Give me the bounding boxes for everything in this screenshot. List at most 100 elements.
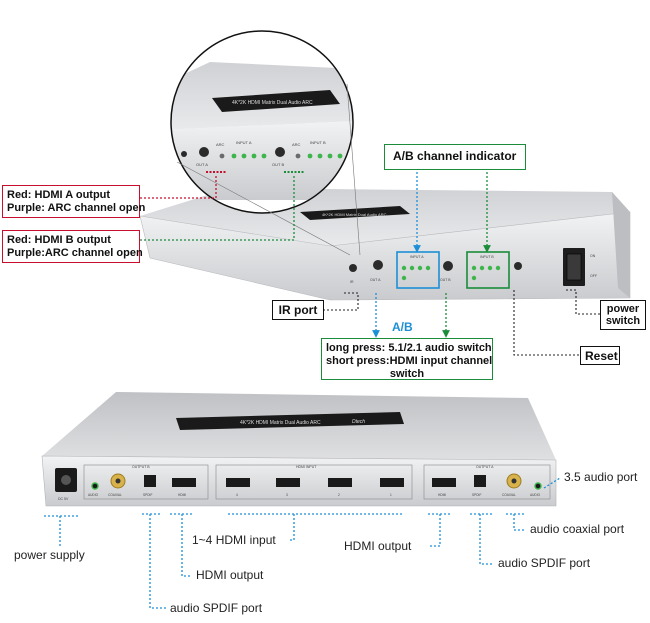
- hdmi-output-left-label: HDMI output: [196, 568, 264, 582]
- audio-spdif-left-label: audio SPDIF port: [170, 601, 263, 615]
- hdmi-input-label: 1~4 HDMI input: [192, 533, 276, 547]
- front-ir-sensor: [349, 264, 357, 272]
- rear-device: 4K*2K HDMI Matrix Dual Audio ARC Dtech D…: [41, 392, 557, 507]
- red-b-line1: Red: HDMI B output: [7, 234, 111, 246]
- reset-box: Reset: [580, 346, 620, 365]
- callout-coaxial-line: [506, 513, 526, 531]
- front-out-b-text: OUT B: [440, 278, 451, 282]
- zoom-out-b-button: [275, 147, 285, 157]
- output-a-panel: [423, 464, 551, 500]
- rear-brand-text: Dtech: [352, 419, 365, 425]
- output-a-coaxial-center: [511, 478, 517, 484]
- rear-hdmi-a-text: HDMI: [438, 493, 446, 497]
- zoom-model-text: 4K*2K HDMI Matrix Dual Audio ARC: [232, 100, 313, 106]
- power-switch-rocker[interactable]: [566, 253, 582, 281]
- zoom-led: [295, 153, 301, 159]
- zoom-led: [261, 153, 267, 159]
- hdmi-input-port: [226, 478, 250, 487]
- input-b-led: [471, 275, 477, 281]
- power-off-text: OFF: [590, 274, 597, 278]
- output-a-spdif-port: [474, 475, 486, 487]
- front-model-text: 4K*2K HDMI Matrix Dual Audio ARC: [322, 212, 387, 217]
- rear-output-b-text: OUTPUT B: [132, 465, 150, 469]
- ir-port-box: IR port: [272, 300, 324, 320]
- zoom-led: [219, 153, 225, 159]
- audio-coaxial-label: audio coaxial port: [530, 522, 625, 536]
- zoom-led: [327, 153, 333, 159]
- zoom-model-strip: [212, 90, 340, 112]
- rear-input-num: 2: [338, 493, 340, 497]
- zoom-inset: 4K*2K HDMI Matrix Dual Audio ARC ARC OUT…: [170, 30, 354, 214]
- dc-jack-hole: [61, 475, 71, 485]
- zoom-circle-border: [170, 30, 354, 214]
- red-a-callout-box: Red: HDMI A output Purple: ARC channel o…: [2, 185, 146, 218]
- input-b-led: [487, 265, 493, 271]
- rear-input-num: 4: [236, 493, 238, 497]
- front-device-right-side: [612, 192, 630, 298]
- ir-port-label: IR port: [278, 303, 318, 317]
- output-b-coaxial-center: [115, 478, 121, 484]
- ab-letters: A/B: [392, 320, 413, 334]
- zoom-arc-a-text: ARC: [216, 142, 225, 147]
- press-line1: long press: 5.1/2.1 audio switch: [326, 342, 492, 354]
- power-on-text: ON: [590, 254, 596, 258]
- reset-label: Reset: [585, 349, 618, 363]
- input-a-led: [417, 265, 423, 271]
- zoom-led: [307, 153, 313, 159]
- callout-hdmi-input-line: [228, 513, 402, 541]
- zoom-led: [337, 153, 343, 159]
- rear-model-strip: [176, 412, 404, 430]
- rear-callout-lines: [44, 477, 561, 609]
- red-b-line2: Purple:ARC channel open: [7, 247, 143, 259]
- ab-indicator-box: A/B channel indicator: [384, 144, 526, 170]
- rear-input-num: 3: [286, 493, 288, 497]
- callout-spdif-right-line: [470, 513, 494, 565]
- front-reset-button[interactable]: [514, 262, 522, 270]
- front-out-a-text: OUT A: [370, 278, 381, 282]
- hdmi-input-port: [380, 478, 404, 487]
- zoom-ir-sensor: [181, 151, 187, 157]
- front-ir-text: IR: [350, 280, 354, 284]
- input-a-led: [401, 275, 407, 281]
- zoom-input-a-text: INPUT A: [236, 140, 252, 145]
- rear-spdif-a-text: SPDIF: [472, 493, 481, 497]
- input-a-led: [401, 265, 407, 271]
- input-a-led: [425, 265, 431, 271]
- zoom-led: [251, 153, 257, 159]
- zoom-leader-right: [346, 83, 361, 256]
- input-a-leds: [401, 265, 431, 281]
- press-callout-box: long press: 5.1/2.1 audio switch short p…: [321, 338, 493, 380]
- hdmi-input-panel: [215, 464, 413, 500]
- output-a-hdmi-port: [432, 478, 456, 487]
- front-out-b-button[interactable]: [443, 261, 453, 271]
- callout-spdif-left-line: [142, 513, 166, 609]
- callout-red-a-line: [140, 174, 217, 199]
- hdmi-output-mid-label: HDMI output: [344, 539, 412, 553]
- zoom-out-a-button: [199, 147, 209, 157]
- input-b-leds: [471, 265, 501, 281]
- hdmi-input-port: [276, 478, 300, 487]
- front-input-a-text: INPUT A: [410, 255, 424, 259]
- callout-power-line: [566, 289, 600, 315]
- red-b-callout-box: Red: HDMI B output Purple:ARC channel op…: [2, 230, 143, 263]
- input-a-led: [409, 265, 415, 271]
- zoom-led: [317, 153, 323, 159]
- callout-35-line: [543, 477, 561, 489]
- press-line3: switch: [389, 368, 425, 380]
- rear-output-a-text: OUTPUT A: [476, 465, 494, 469]
- callout-hdmi-output-left-line: [170, 513, 194, 577]
- callout-hdmi-output-mid-line: [428, 513, 452, 547]
- zoom-led: [241, 153, 247, 159]
- front-input-b-text: INPUT B: [480, 255, 494, 259]
- output-a-audio-jack: [534, 482, 542, 490]
- rear-coaxial-a-text: COAXIAL: [502, 493, 516, 497]
- front-model-strip: [300, 206, 410, 220]
- output-b-spdif-port: [144, 475, 156, 487]
- front-device: 4K*2K HDMI Matrix Dual Audio ARC IR OUT …: [139, 188, 631, 301]
- rear-audio-b-text: AUDIO: [88, 493, 99, 497]
- front-out-a-button[interactable]: [373, 260, 383, 270]
- red-a-line2: Purple: ARC channel open: [7, 202, 146, 214]
- rear-dc-text: DC 5V: [58, 497, 69, 501]
- input-b-led: [471, 265, 477, 271]
- audio-35-label: 3.5 audio port: [564, 470, 638, 484]
